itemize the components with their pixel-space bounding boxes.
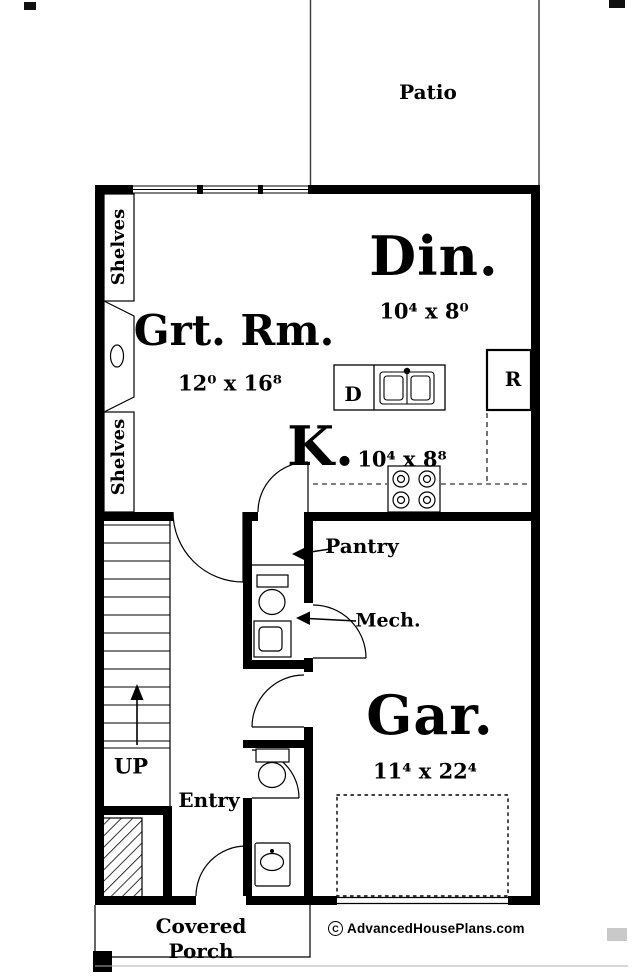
staircase (104, 524, 170, 749)
counter-dashed (313, 413, 530, 485)
window-icon (133, 185, 308, 194)
garage-label: Gar. (366, 683, 494, 747)
dining-room-dims: 10⁴ x 8⁰ (379, 298, 469, 324)
toilet-icon (255, 748, 290, 789)
dishwasher-label: D (344, 382, 362, 406)
mech-label: Mech. (355, 609, 421, 632)
garage-door-clearance (336, 794, 509, 897)
porch-outline (94, 905, 311, 958)
shelves-upper-label: Shelves (108, 208, 129, 286)
covered-porch-label-line1: Covered (155, 914, 247, 938)
front-door (195, 845, 247, 897)
shelves-lower-label: Shelves (108, 418, 129, 496)
dining-room-label: Din. (369, 224, 499, 288)
exterior-walls (95, 185, 540, 905)
refrigerator-label: R (504, 367, 522, 391)
scan-artifact (24, 0, 628, 967)
kitchen-dims: 10⁴ x 8⁸ (357, 446, 447, 472)
shelves-unit (103, 193, 135, 513)
garage-dims: 11⁴ x 22⁴ (373, 758, 477, 784)
pantry-label: Pantry (325, 534, 399, 558)
copyright-icon: C (328, 921, 343, 936)
fireplace-icon (103, 300, 135, 413)
garage-entry-door (251, 674, 305, 728)
great-room-label: Grt. Rm. (133, 306, 335, 355)
pantry-door (257, 461, 309, 513)
patio-label: Patio (399, 80, 457, 104)
partitions (169, 521, 304, 806)
stairs-up-label: UP (113, 753, 149, 779)
porch-steps-hatch (97, 817, 143, 903)
kitchen-sink-icon (379, 367, 435, 405)
copyright: C AdvancedHousePlans.com (328, 921, 525, 936)
stairs-up-arrow-icon (130, 684, 144, 745)
mech-arrow-icon (296, 611, 357, 625)
kitchen-label: K. (287, 414, 355, 478)
pedestal-sink-icon (254, 842, 291, 887)
range-icon (387, 465, 441, 513)
great-room-door (172, 511, 244, 583)
water-heater-icon (256, 574, 289, 616)
furnace-icon (253, 620, 292, 658)
pantry-arrow-icon (292, 547, 331, 561)
interior-walls (95, 512, 540, 896)
patio-outline (309, 0, 540, 186)
copyright-text: AdvancedHousePlans.com (347, 921, 525, 936)
entry-label: Entry (178, 788, 240, 812)
garage-door (337, 896, 508, 905)
refrigerator-box (485, 348, 533, 412)
covered-porch-label-line2: Porch (168, 939, 234, 963)
porch-post (93, 951, 112, 972)
great-room-dims: 12⁰ x 16⁸ (178, 370, 282, 396)
